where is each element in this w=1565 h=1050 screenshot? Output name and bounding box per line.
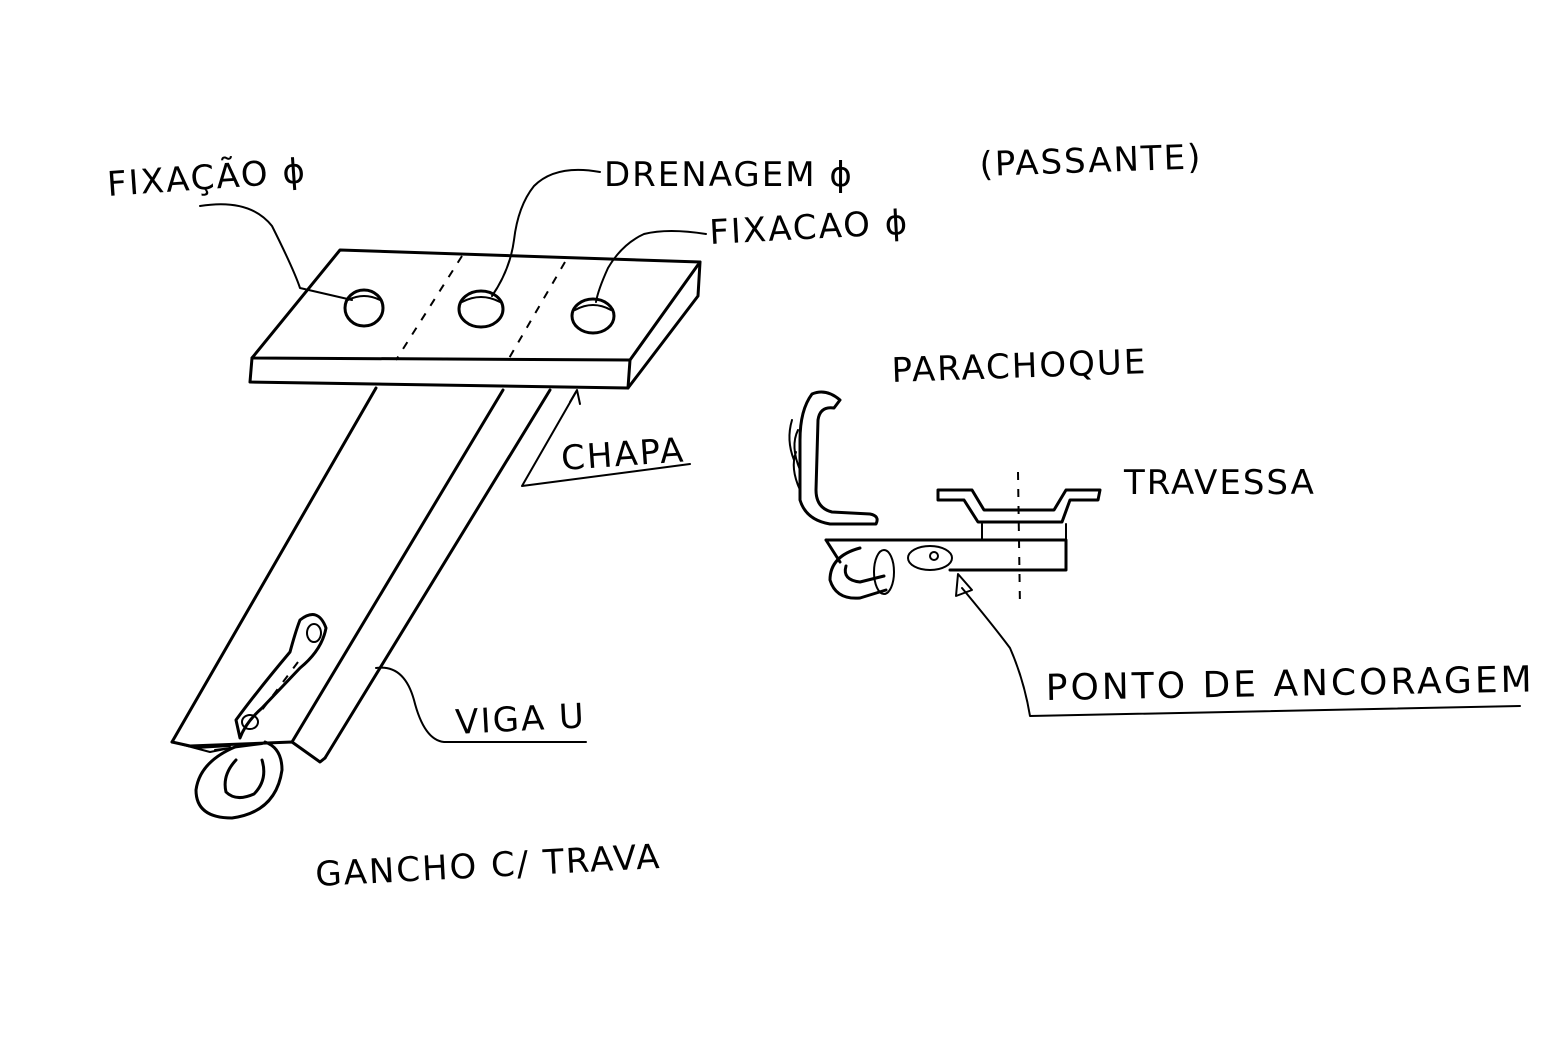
beam-middle-edge [290, 388, 505, 744]
leader-fixacao-right [595, 230, 707, 303]
latch-pin-bottom [241, 714, 259, 730]
leader-fixacao-left [199, 203, 353, 301]
leader-ancoragem [961, 587, 1521, 717]
label-viga-u: VIGA U [454, 696, 587, 743]
plate-front-face [248, 356, 632, 390]
plate-hidden-line-2 [507, 261, 566, 361]
hole-fixacao-left [343, 288, 385, 328]
label-ponto-ancoragem: PONTO DE ANCORAGEM [1045, 659, 1535, 709]
bumper-profile [798, 390, 879, 526]
leader-chapa-arrow [569, 389, 581, 405]
label-fixacao-left: FIXAÇÃO ϕ [106, 151, 308, 205]
latch-pin-top [306, 623, 322, 643]
label-fixacao-right: FIXACAO ϕ [708, 203, 910, 253]
plate-top-face [250, 248, 702, 362]
right-assembly [788, 390, 1521, 717]
side-hook [828, 546, 888, 600]
label-passante: (PASSANTE) [979, 137, 1203, 185]
anchorage-arrowhead [955, 573, 973, 597]
latch-slot [234, 613, 328, 740]
leader-viga-u [375, 666, 587, 743]
hook [194, 740, 284, 820]
side-latch [907, 545, 953, 571]
beam-left-edge [170, 386, 378, 744]
side-hook-pin [873, 549, 895, 595]
side-latch-pin [929, 551, 939, 561]
label-parachoque: PARACHOQUE [891, 342, 1148, 391]
leader-chapa [521, 391, 691, 487]
plate-hidden-line-1 [395, 255, 463, 361]
hole-drenagem [457, 289, 505, 329]
side-beam-plate [981, 523, 1067, 541]
plate-side-face [626, 260, 702, 390]
label-drenagem: DRENAGEM ϕ [604, 155, 854, 195]
hole-fixacao-right [570, 297, 616, 335]
label-travessa: TRAVESSA [1123, 463, 1316, 503]
leader-drenagem [491, 168, 601, 297]
latch-dash [261, 661, 299, 711]
left-assembly [170, 168, 707, 820]
label-gancho-trava: GANCHO C/ TRAVA [314, 837, 662, 895]
label-chapa: CHAPA [560, 430, 687, 479]
bumper-hatch [788, 419, 801, 491]
travessa-profile [936, 488, 1102, 524]
beam-right-edge [323, 388, 552, 760]
